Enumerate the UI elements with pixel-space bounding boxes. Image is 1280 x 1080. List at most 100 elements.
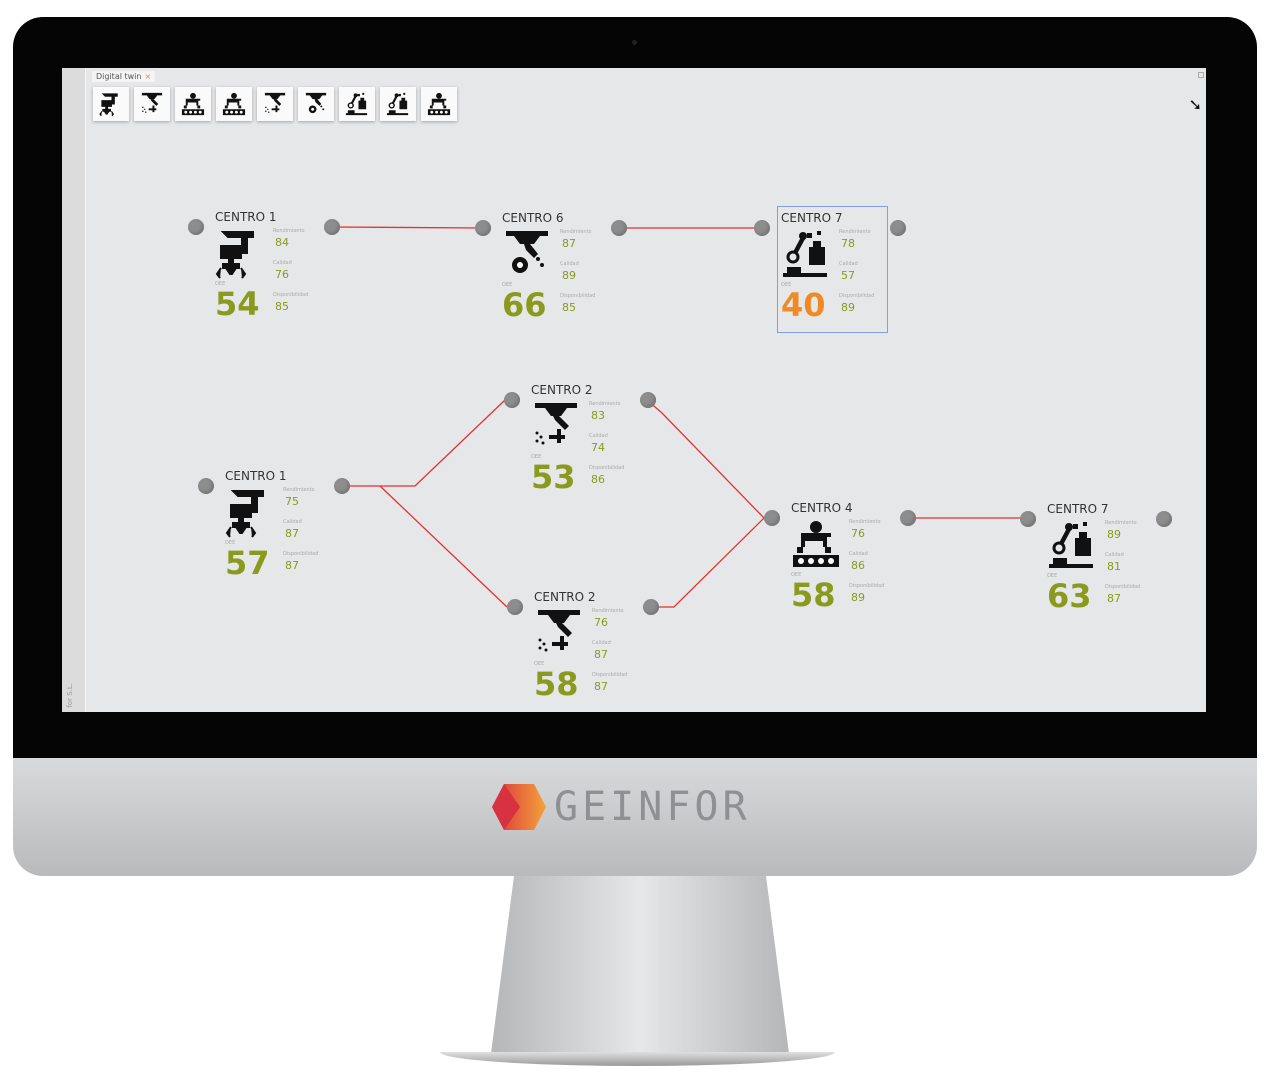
- robot-arm-icon: [1049, 522, 1093, 568]
- rendimiento-value: 78: [841, 237, 855, 250]
- selection-box: [777, 206, 888, 333]
- conveyor-robot-tool-button[interactable]: [216, 87, 252, 121]
- dispenser-robot-tool-icon: [141, 92, 163, 113]
- gripper-tool-button[interactable]: [93, 87, 129, 121]
- tab-digital-twin[interactable]: Digital twin×: [92, 71, 156, 82]
- node-title: CENTRO 1: [215, 210, 277, 224]
- oee-value: 53: [531, 458, 576, 496]
- rendimiento-label: Rendimiento: [839, 229, 871, 235]
- disponibilidad-value: 87: [594, 680, 608, 693]
- drill-icon: [506, 231, 548, 273]
- oee-label: OEE: [791, 572, 802, 578]
- oee-value: 57: [225, 544, 270, 582]
- disponibilidad-value: 85: [275, 300, 289, 313]
- disponibilidad-value: 89: [841, 301, 855, 314]
- rendimiento-value: 75: [285, 495, 299, 508]
- vision-robot-tool-icon: [386, 92, 409, 116]
- oee-value: 58: [791, 576, 836, 614]
- maximize-icon[interactable]: [1198, 72, 1204, 78]
- rendimiento-label: Rendimiento: [1105, 520, 1137, 526]
- rendimiento-value: 87: [562, 237, 576, 250]
- input-port[interactable]: [764, 510, 780, 526]
- palletizer-tool-button[interactable]: [175, 87, 211, 121]
- robot-arm-tool-icon: [345, 92, 368, 116]
- disponibilidad-value: 86: [591, 473, 605, 486]
- oee-value: 54: [215, 285, 260, 323]
- calidad-label: Calidad: [839, 261, 858, 267]
- node-title: CENTRO 7: [1047, 502, 1109, 516]
- spray-tool-button[interactable]: [257, 87, 293, 121]
- calidad-label: Calidad: [592, 640, 611, 646]
- calidad-value: 86: [851, 559, 865, 572]
- camera: [632, 40, 637, 45]
- input-port[interactable]: [507, 599, 523, 615]
- calidad-value: 87: [594, 648, 608, 661]
- vision-robot-tool-button[interactable]: [380, 87, 416, 121]
- rendimiento-label: Rendimiento: [592, 608, 624, 614]
- output-port[interactable]: [890, 220, 906, 236]
- input-port[interactable]: [198, 478, 214, 494]
- disponibilidad-label: Disponibilidad: [849, 583, 885, 589]
- tab-label: Digital twin: [96, 72, 142, 81]
- rendimiento-label: Rendimiento: [849, 519, 881, 525]
- link-c1b-c2b: [379, 485, 508, 608]
- input-port[interactable]: [475, 220, 491, 236]
- disponibilidad-value: 87: [1107, 592, 1121, 605]
- dispenser-icon: [535, 403, 577, 445]
- drill-tool-button[interactable]: [298, 87, 334, 121]
- input-port[interactable]: [1020, 511, 1036, 527]
- brand-hexagon-icon: [492, 784, 546, 830]
- rendimiento-value: 83: [591, 409, 605, 422]
- calidad-label: Calidad: [1105, 552, 1124, 558]
- rendimiento-label: Rendimiento: [273, 228, 305, 234]
- calidad-value: 57: [841, 269, 855, 282]
- brand-name: GEINFOR: [554, 784, 751, 830]
- oee-value: 63: [1047, 577, 1092, 615]
- monitor-stand: [490, 876, 790, 1061]
- dispenser-robot-tool-button[interactable]: [134, 87, 170, 121]
- calidad-label: Calidad: [560, 261, 579, 267]
- dispenser-icon: [538, 610, 580, 652]
- monitor-foot: [440, 1052, 835, 1066]
- rendimiento-label: Rendimiento: [283, 487, 315, 493]
- input-port[interactable]: [754, 220, 770, 236]
- calidad-label: Calidad: [589, 433, 608, 439]
- gripper-icon: [225, 490, 264, 538]
- input-port[interactable]: [188, 219, 204, 235]
- disponibilidad-label: Disponibilidad: [283, 551, 319, 557]
- calidad-value: 87: [285, 527, 299, 540]
- node-title: CENTRO 4: [791, 501, 853, 515]
- spray-tool-icon: [264, 92, 286, 113]
- rendimiento-label: Rendimiento: [589, 401, 621, 407]
- conveyor-robot-tool-icon: [222, 92, 246, 116]
- output-port[interactable]: [900, 510, 916, 526]
- multi-station-tool-button[interactable]: [421, 87, 457, 121]
- output-port[interactable]: [334, 478, 350, 494]
- input-port[interactable]: [504, 392, 520, 408]
- output-port[interactable]: [643, 599, 659, 615]
- calidad-value: 74: [591, 441, 605, 454]
- output-port[interactable]: [640, 392, 656, 408]
- calidad-value: 81: [1107, 560, 1121, 573]
- oee-label: OEE: [1047, 573, 1058, 579]
- robot-arm-tool-button[interactable]: [339, 87, 375, 121]
- oee-label: OEE: [534, 661, 545, 667]
- rendimiento-value: 76: [851, 527, 865, 540]
- output-port[interactable]: [611, 220, 627, 236]
- tab-close-icon[interactable]: ×: [144, 72, 152, 81]
- rendimiento-value: 84: [275, 236, 289, 249]
- output-port[interactable]: [324, 219, 340, 235]
- output-port[interactable]: [1156, 511, 1172, 527]
- rendimiento-value: 76: [594, 616, 608, 629]
- oee-label: OEE: [225, 540, 236, 546]
- link-c1-c6: [331, 226, 484, 229]
- gripper-icon: [215, 231, 254, 279]
